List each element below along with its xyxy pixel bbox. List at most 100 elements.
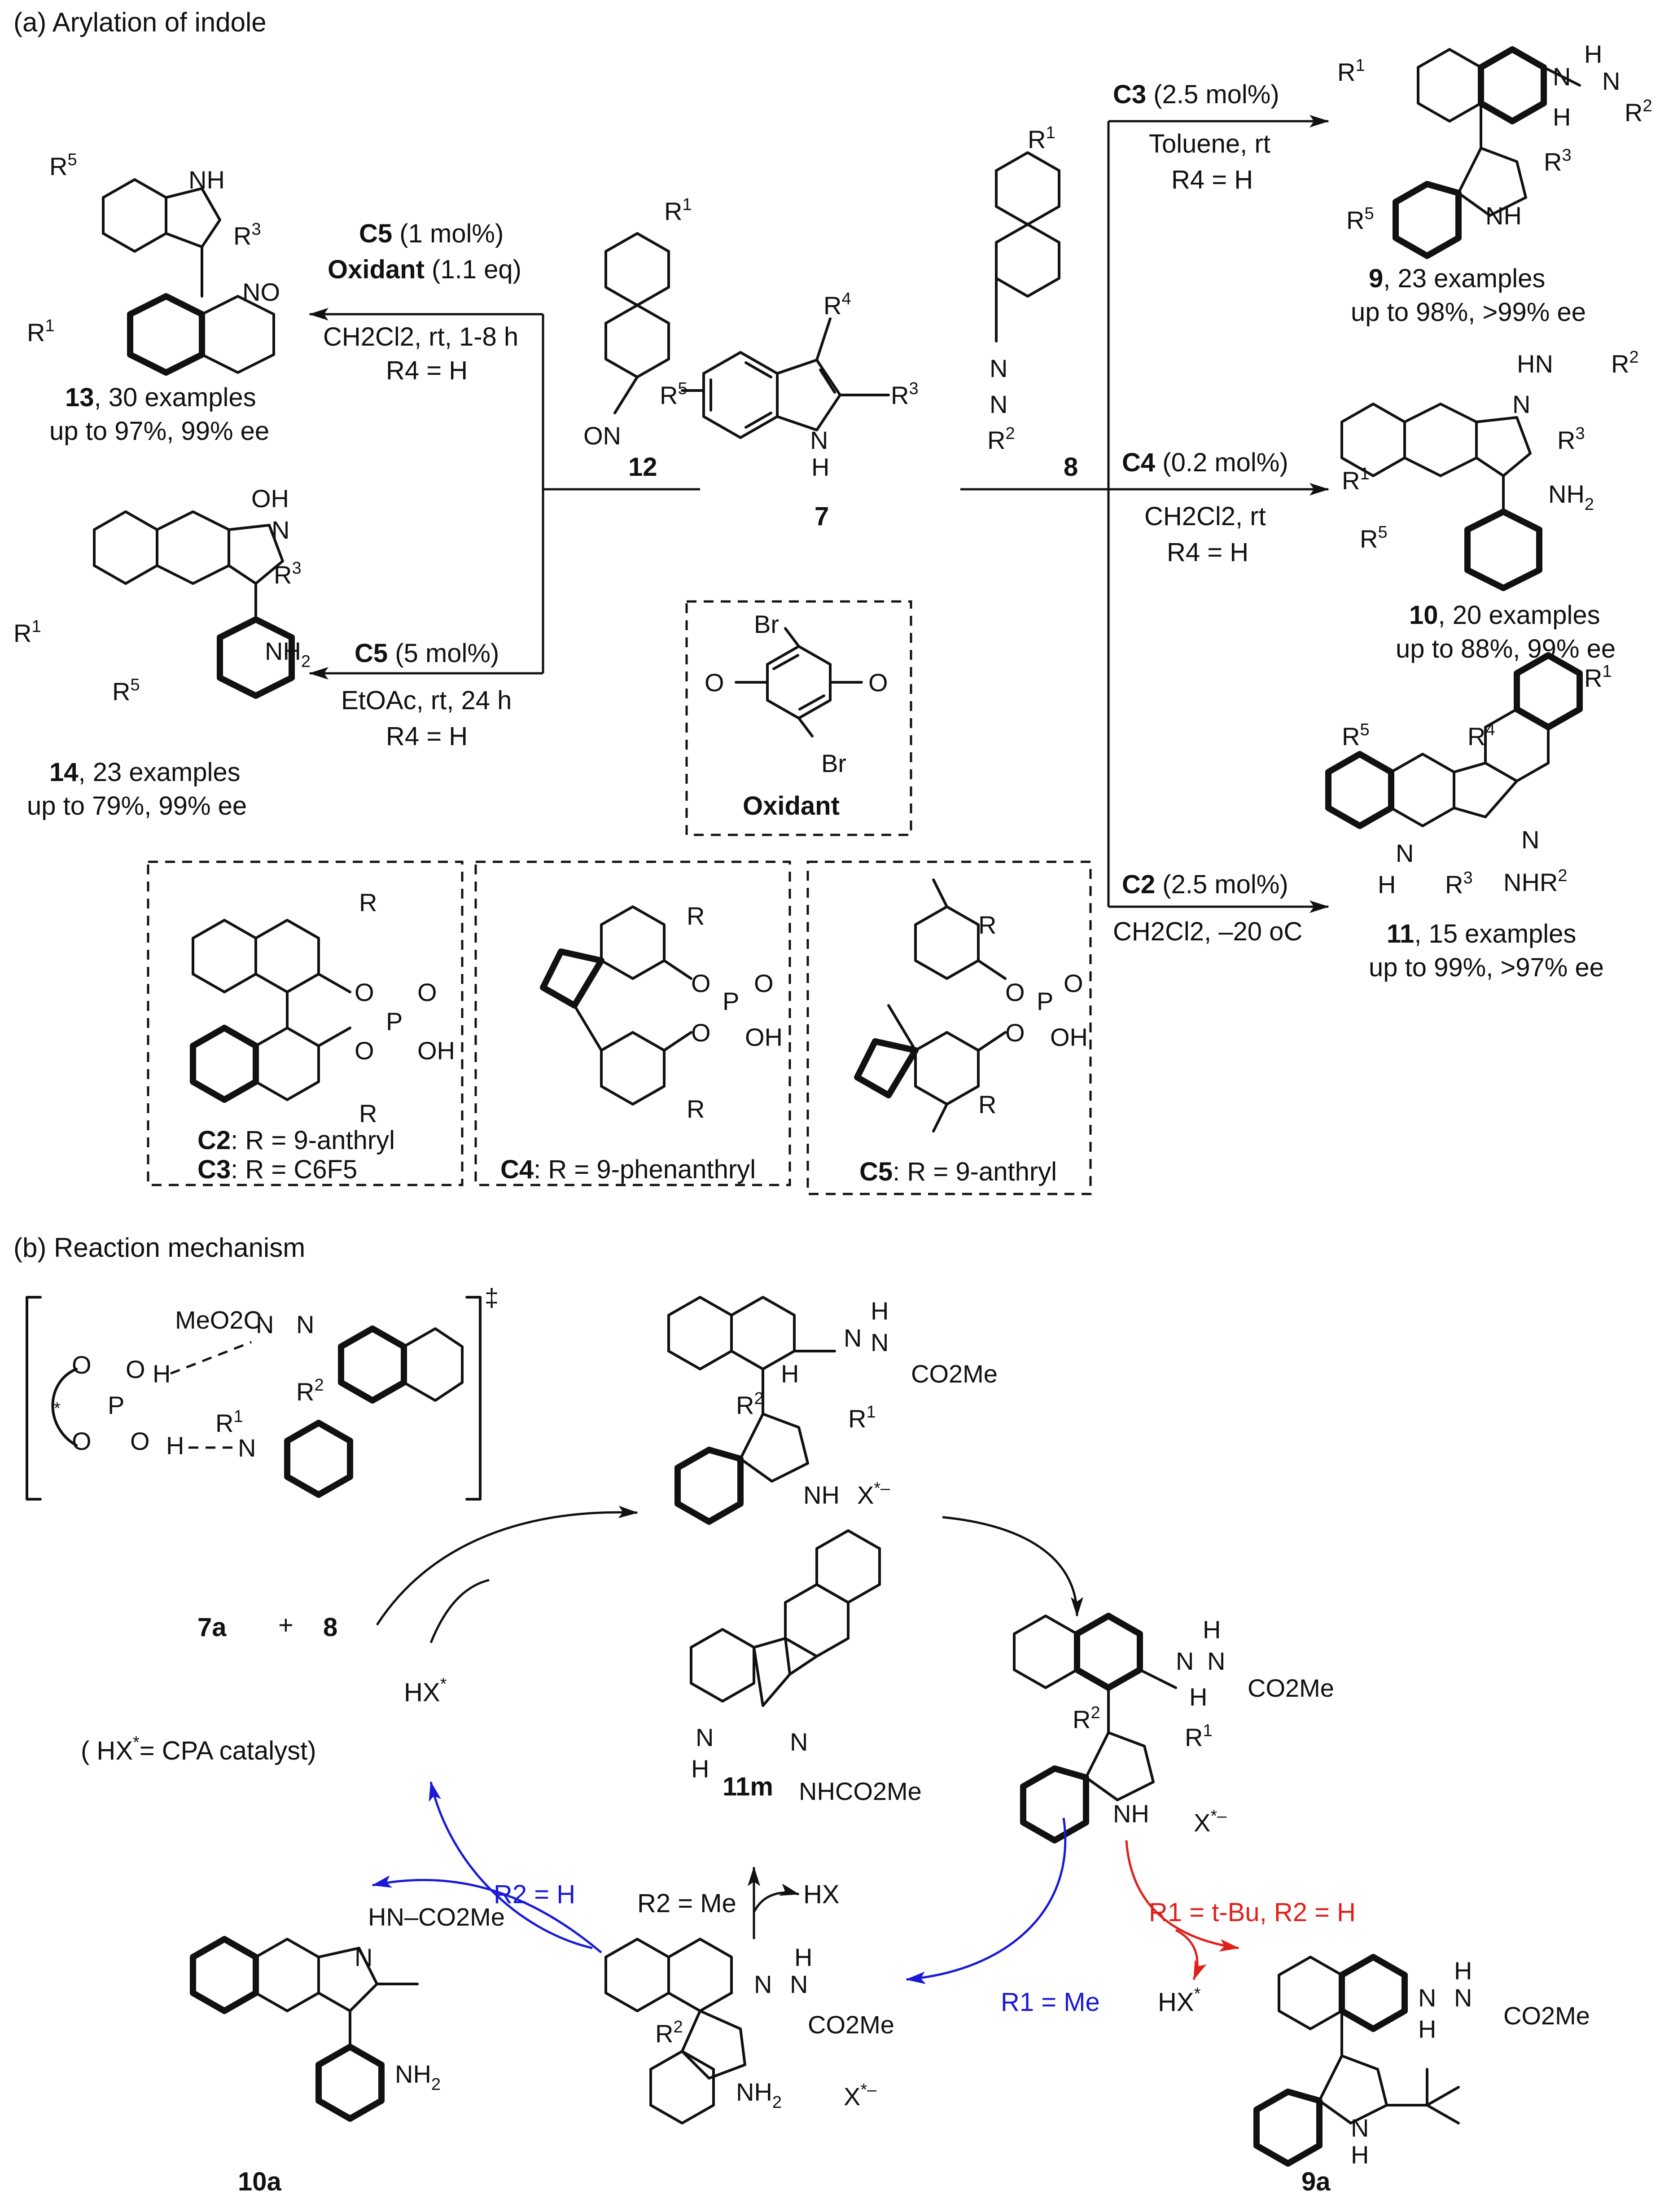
arrow-blue-branch — [906, 1817, 1067, 1984]
atom-o-c2-c: O — [355, 1036, 374, 1065]
atom-o-c4-b: O — [754, 969, 774, 997]
atom-o-c4-c: O — [691, 1018, 711, 1047]
product-11-label: 11, 15 examples — [1387, 919, 1576, 948]
label-blue-r1: R1 = Me — [1001, 1988, 1100, 2017]
arrow-red-branch — [1125, 1840, 1239, 1952]
int1-r1: R1 — [848, 1403, 876, 1433]
atom-o-c2-a: O — [355, 978, 374, 1006]
p11m-n: N — [790, 1728, 808, 1756]
svg-text:H: H — [153, 1360, 171, 1388]
int3-n2: N — [790, 1970, 808, 1998]
atom-r-c2-top: R — [359, 888, 377, 917]
product-10-yield: up to 88%, 99% ee — [1396, 634, 1616, 663]
arrow-hx-release — [753, 1883, 800, 1913]
atom-n-10: N — [1512, 390, 1530, 418]
atom-nh2-14: NH2 — [265, 637, 311, 671]
product-10a-label: 10a — [238, 2167, 282, 2196]
svg-text:*: * — [54, 1399, 61, 1418]
atom-r3-14: R3 — [274, 559, 302, 589]
intermediate-2-structure — [1013, 1613, 1177, 1843]
atom-r-c4-bottom: R — [687, 1095, 705, 1123]
cond-13-oxidant: Oxidant (1.1 eq) — [328, 255, 521, 284]
p9a-n2: N — [1454, 1984, 1472, 2012]
arrow-blue-to-10a — [372, 1875, 602, 1953]
int1-n1: N — [844, 1324, 862, 1352]
atom-n1-8: N — [990, 354, 1007, 382]
int2-n1: N — [1176, 1647, 1194, 1675]
atom-n-14: N — [272, 516, 289, 544]
cond-11-cat: C2 (2.5 mol%) — [1122, 870, 1288, 899]
p9a-nh: N — [1351, 2114, 1369, 2142]
ts-bracket-right — [465, 1296, 482, 1501]
reactant-plus: + — [278, 1611, 293, 1640]
atom-no-13: NO — [242, 278, 280, 306]
p9a-h1: H — [1454, 1957, 1472, 1985]
catalyst-box-c2-c3 — [147, 860, 464, 1186]
reagent-8-structure — [995, 151, 1060, 342]
ts-meo2c: MeO2C — [175, 1306, 262, 1334]
int2-n2: N — [1207, 1647, 1225, 1675]
catalyst-c5-label: C5: R = 9-anthryl — [859, 1157, 1057, 1186]
intermediate-1-structure — [667, 1296, 836, 1525]
int1-nh: NH — [803, 1481, 840, 1509]
atom-r2-9: R2 — [1625, 97, 1652, 127]
p9a-co2me: CO2Me — [1503, 2001, 1590, 2030]
reagent-12-label: 12 — [628, 452, 657, 482]
atom-nh2-10: NH2 — [1548, 480, 1594, 514]
cond-9-cat: C3 (2.5 mol%) — [1113, 80, 1279, 109]
atom-h-9: H — [1553, 103, 1571, 131]
product-10-structure — [1340, 403, 1542, 591]
svg-text:P: P — [108, 1391, 124, 1419]
product-10a-structure — [190, 1936, 419, 2122]
atom-o-c2-b: O — [417, 978, 437, 1006]
catalyst-c4-label: C4: R = 9-phenanthryl — [500, 1155, 756, 1184]
cond-14-cat: C5 (5 mol%) — [355, 639, 499, 668]
atom-hn-9: H — [1584, 40, 1602, 68]
product-9-structure — [1393, 46, 1581, 259]
int1-r2: R2 — [736, 1389, 764, 1419]
catalyst-box-c4 — [474, 860, 791, 1186]
catalyst-note: ( HX*= CPA catalyst) — [81, 1733, 316, 1765]
int3-h: H — [794, 1943, 812, 1971]
catalyst-hx: HX* — [404, 1675, 447, 1707]
atom-r1-13: R1 — [27, 316, 55, 347]
cond-9-solvent: Toluene, rt — [1149, 129, 1270, 158]
product-11m-label: 11m — [723, 1772, 773, 1801]
atom-h: H — [811, 453, 829, 481]
int3-n1: N — [754, 1970, 772, 1998]
int2-x: X*– — [1194, 1807, 1227, 1837]
reactant-7a: 7a — [197, 1613, 227, 1642]
ts-double-dagger: ‡ — [485, 1283, 499, 1312]
atom-r1-8: R1 — [1028, 123, 1055, 154]
catalyst-binol-structure — [190, 919, 351, 1103]
catalyst-c2-label: C2: R = 9-anthryl — [197, 1126, 395, 1155]
ts-bracket-left — [26, 1296, 42, 1501]
atom-h-11: H — [1378, 870, 1396, 899]
section-b-title: (b) Reaction mechanism — [13, 1233, 305, 1263]
atom-nh-11: N — [1396, 839, 1414, 867]
arrow-cycle-right — [942, 1516, 1083, 1617]
svg-text:O: O — [130, 1427, 150, 1455]
svg-text:O: O — [126, 1355, 145, 1383]
product-9a-label: 9a — [1301, 2167, 1331, 2196]
cond-14-solvent: EtOAc, rt, 24 h — [341, 686, 512, 715]
int3-nh2: NH2 — [736, 2078, 782, 2112]
atom-r1-14: R1 — [13, 617, 41, 647]
hx-release: HX — [803, 1880, 840, 1909]
int3-r2: R2 — [655, 2018, 683, 2048]
reactant-8: 8 — [323, 1613, 337, 1642]
atom-r2-8: R2 — [987, 424, 1015, 454]
compound-7-label: 7 — [815, 502, 829, 531]
atom-r5-14: R5 — [112, 676, 140, 706]
atom-r3: R3 — [891, 379, 919, 409]
atom-n2-8: N — [990, 390, 1007, 418]
cond-10-r4: R4 = H — [1167, 538, 1248, 567]
int3-x: X*– — [844, 2080, 877, 2111]
product-9-yield: up to 98%, >99% ee — [1351, 298, 1586, 327]
atom-on-12: ON — [583, 421, 621, 450]
cond-14-r4: R4 = H — [386, 722, 468, 751]
svg-text:R2: R2 — [296, 1376, 324, 1406]
product-14-structure — [93, 510, 295, 699]
atom-r5-10: R5 — [1360, 523, 1388, 553]
